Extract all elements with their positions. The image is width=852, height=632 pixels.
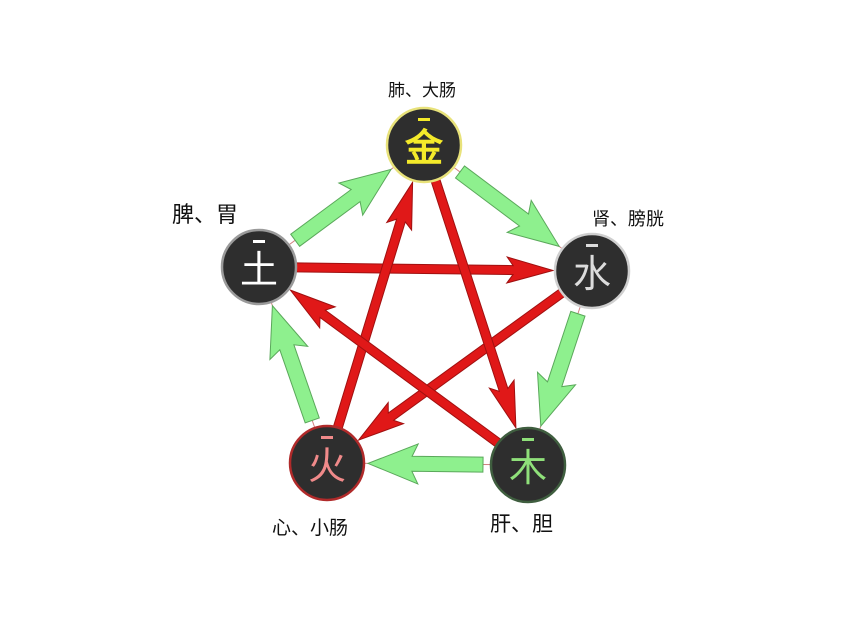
element-node-earth: 土 bbox=[220, 228, 298, 306]
node-ornament-icon bbox=[586, 244, 598, 247]
controlling-arrow-fire-to-metal bbox=[332, 180, 414, 430]
controlling-arrow-water-to-fire bbox=[357, 288, 566, 442]
node-ornament-icon bbox=[522, 438, 534, 441]
label-wood: 肝、胆 bbox=[490, 512, 553, 536]
element-node-wood: 木 bbox=[489, 426, 567, 504]
node-ornament-icon bbox=[418, 118, 430, 121]
label-metal: 肺、大肠 bbox=[388, 81, 456, 101]
node-ornament-icon bbox=[253, 240, 265, 243]
node-character: 火 bbox=[308, 444, 346, 488]
node-circle bbox=[288, 424, 366, 502]
node-circle bbox=[220, 228, 298, 306]
node-circle bbox=[553, 232, 631, 310]
element-node-metal: 金 bbox=[385, 106, 463, 184]
node-ornament-icon bbox=[321, 436, 333, 439]
controlling-arrow-earth-to-water bbox=[295, 256, 555, 284]
generating-arrow-earth-to-metal bbox=[290, 168, 393, 247]
node-circle bbox=[385, 106, 463, 184]
node-character: 木 bbox=[509, 446, 547, 490]
controlling-arrow-wood-to-earth bbox=[288, 289, 502, 448]
element-node-water: 水 bbox=[553, 232, 631, 310]
node-character: 土 bbox=[240, 248, 278, 292]
generating-arrow-water-to-wood bbox=[536, 310, 586, 428]
generating-arrow-fire-to-earth bbox=[269, 304, 320, 424]
controlling-arrow-metal-to-wood bbox=[430, 178, 517, 430]
label-water: 肾、膀胱 bbox=[592, 209, 664, 230]
node-character: 水 bbox=[573, 252, 611, 296]
node-character: 金 bbox=[404, 126, 444, 170]
generating-arrow-wood-to-fire bbox=[366, 442, 484, 485]
label-earth: 脾、胃 bbox=[172, 203, 239, 228]
generating-arrow-metal-to-water bbox=[454, 165, 561, 248]
node-circle bbox=[489, 426, 567, 504]
label-fire: 心、小肠 bbox=[272, 517, 349, 539]
element-node-fire: 火 bbox=[288, 424, 366, 502]
